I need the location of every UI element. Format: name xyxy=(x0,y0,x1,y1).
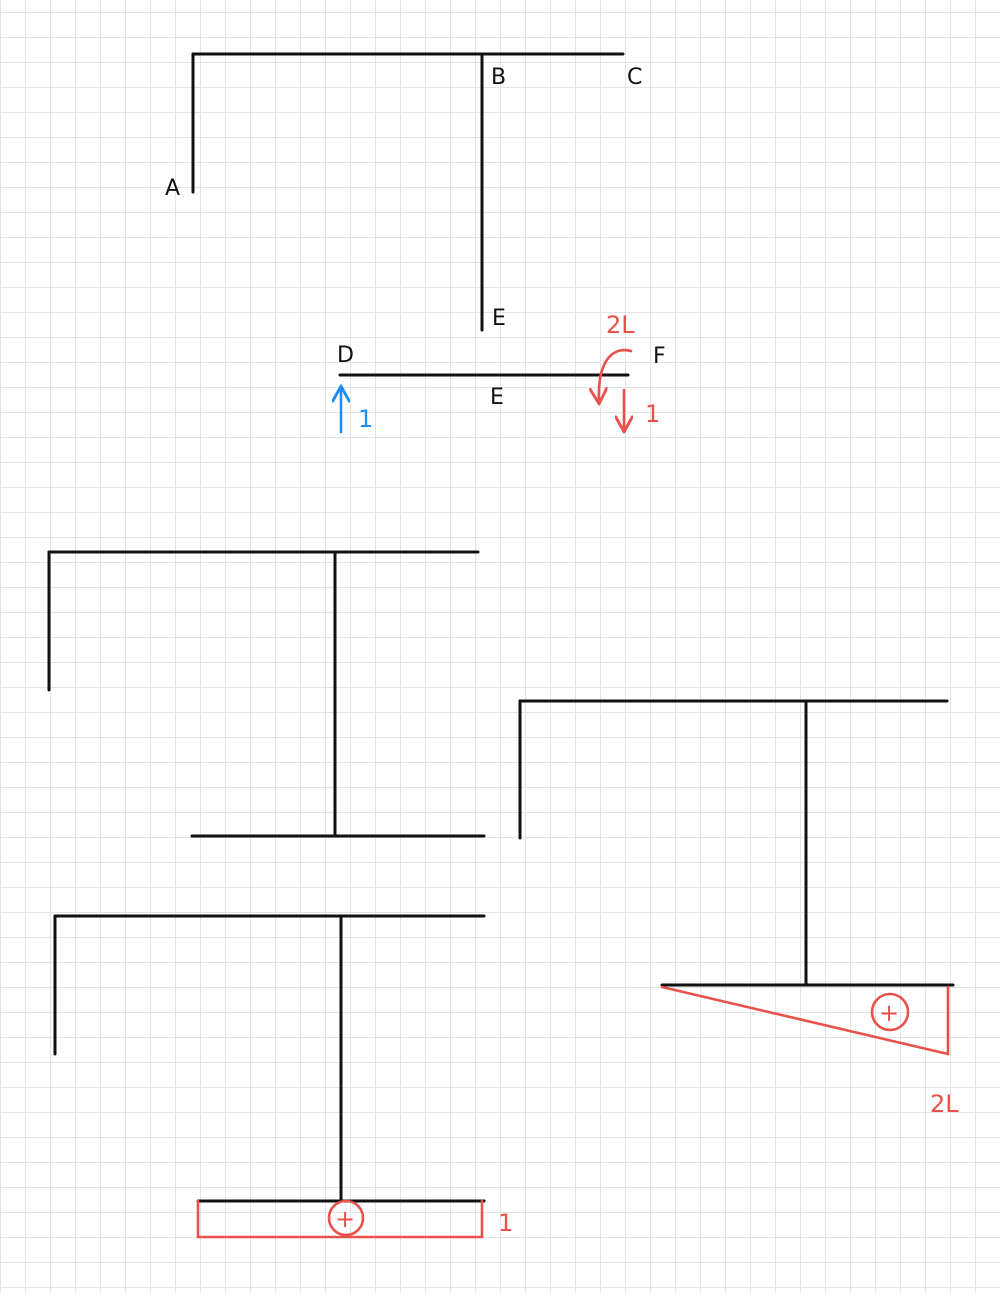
shear-sign-circle-icon xyxy=(327,1199,365,1237)
moment-value: 2L xyxy=(606,311,635,339)
force-value-f: 1 xyxy=(645,400,660,428)
moment-arrow-icon xyxy=(599,348,633,402)
node-label-e-upper: E xyxy=(492,306,506,331)
shear-diagram-value: 1 xyxy=(498,1209,513,1237)
moment-diagram-value: 2L xyxy=(930,1090,959,1118)
top-frame xyxy=(191,52,625,332)
shear-diagram: + 1 xyxy=(196,1199,513,1239)
node-label-e-lower: E xyxy=(490,385,504,410)
frame-copy-bottom xyxy=(53,914,486,1203)
moment-sign: + xyxy=(879,999,899,1027)
moment-diagram-slope xyxy=(660,985,950,1056)
node-label-f: F xyxy=(653,344,666,369)
node-label-b: B xyxy=(491,65,506,90)
frame-copy-right xyxy=(518,699,955,987)
node-label-d: D xyxy=(337,343,354,368)
shear-sign: + xyxy=(335,1205,355,1233)
frame-copy-left xyxy=(47,550,486,838)
node-label-c: C xyxy=(627,65,642,90)
moment-diagram: + 2L xyxy=(660,985,959,1118)
moment-sign-circle-icon xyxy=(870,992,910,1032)
reaction-value-d: 1 xyxy=(358,405,373,433)
node-label-a: A xyxy=(165,176,180,201)
